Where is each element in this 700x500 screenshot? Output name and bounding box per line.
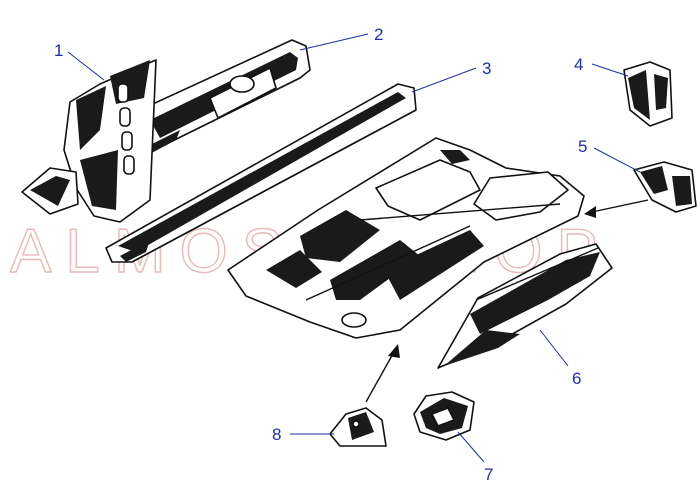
- callout-8: 8: [272, 425, 281, 444]
- callout-7: 7: [484, 465, 493, 484]
- part-2-frame-rail[interactable]: [117, 39, 311, 159]
- part-8-small-bracket[interactable]: [329, 407, 387, 447]
- part-3-sill-panel[interactable]: [105, 83, 417, 263]
- callout-2: 2: [374, 25, 383, 44]
- callout-1: 1: [54, 41, 63, 60]
- callout-6: 6: [572, 369, 581, 388]
- part-6-side-panel[interactable]: [437, 243, 613, 369]
- part-5-mount-bracket[interactable]: [633, 161, 697, 213]
- part-4-bracket[interactable]: [623, 61, 673, 127]
- part-7-floor-bracket[interactable]: [413, 391, 475, 441]
- leader-lines: [67, 33, 641, 463]
- callout-4: 4: [574, 55, 583, 74]
- floor-pan: [227, 137, 585, 339]
- arrow-part-5: [584, 199, 649, 218]
- callout-3: 3: [482, 59, 491, 78]
- callout-5: 5: [578, 137, 587, 156]
- part-1-front-pillar[interactable]: [21, 59, 157, 223]
- arrow-part-8: [365, 344, 400, 403]
